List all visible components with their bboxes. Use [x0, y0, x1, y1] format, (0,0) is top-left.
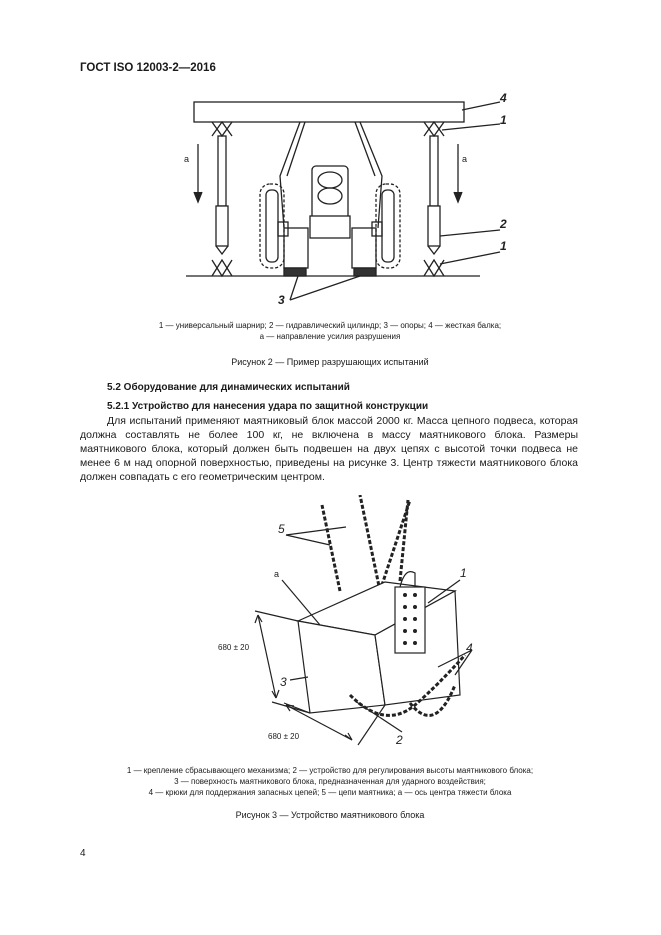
document-header: ГОСТ ISO 12003-2—2016	[80, 62, 216, 74]
fig3-dim-height: 680 ± 20	[218, 643, 250, 652]
section-paragraph-text: Для испытаний применяют маятниковый блок…	[80, 415, 578, 483]
fig3-callout-3: 3	[280, 675, 287, 689]
fig3-callout-1: 1	[460, 566, 467, 580]
fig2-callout-1-bottom: 1	[500, 239, 507, 253]
figure-2-diagram: 4 1 2 1 3 a a	[184, 91, 507, 307]
fig2-callout-3: 3	[278, 293, 285, 307]
page-number: 4	[80, 848, 86, 859]
fig2-callout-2: 2	[499, 217, 507, 231]
fig3-legend-line1: 1 — крепление сбрасывающего механизма; 2…	[126, 766, 534, 775]
fig3-callout-2: 2	[395, 733, 403, 747]
fig3-dim-width: 680 ± 20	[268, 732, 300, 741]
fig3-legend-line3: 4 — крюки для поддержания запасных цепей…	[148, 788, 512, 797]
fig3-title: Рисунок 3 — Устройство маятникового блок…	[235, 810, 425, 820]
fig2-arrow-label-left: a	[184, 154, 189, 164]
section-subheading: 5.2.1 Устройство для нанесения удара по …	[107, 401, 429, 412]
fig3-legend-line2: 3 — поверхность маятникового блока, пред…	[174, 777, 486, 786]
fig2-title: Рисунок 2 — Пример разрушающих испытаний	[231, 357, 429, 367]
figure-3-diagram: 5 a 1 4 3 2 680 ± 20 680 ± 20	[218, 495, 473, 747]
fig3-callout-5: 5	[278, 522, 285, 536]
fig2-callout-4: 4	[499, 91, 507, 105]
section-heading: 5.2 Оборудование для динамических испыта…	[107, 382, 350, 393]
fig2-legend-line1: 1 — универсальный шарнир; 2 — гидравличе…	[158, 321, 502, 330]
section-paragraph: Для испытаний применяют маятниковый блок…	[80, 414, 578, 484]
fig3-callout-a: a	[274, 569, 279, 579]
fig2-callout-1-top: 1	[500, 113, 507, 127]
fig2-legend-line2: a — направление усилия разрушения	[259, 332, 401, 341]
fig3-callout-4: 4	[466, 641, 473, 655]
fig2-arrow-label-right: a	[462, 154, 467, 164]
